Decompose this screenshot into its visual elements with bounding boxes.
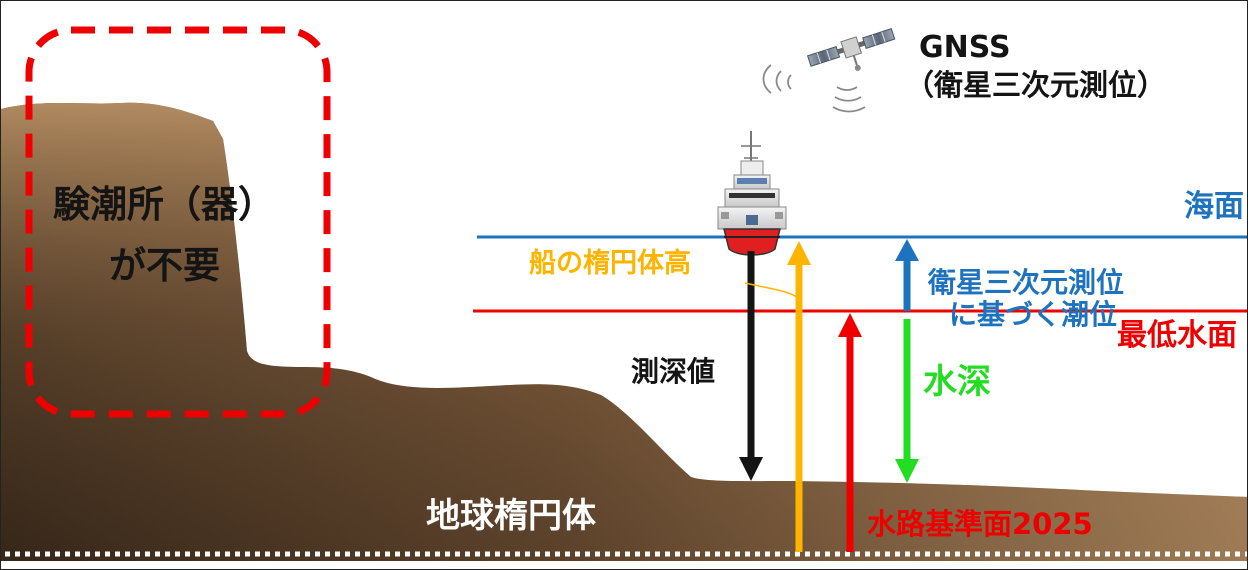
water-depth-label: 水深 bbox=[923, 362, 991, 402]
signal-waves-icon bbox=[762, 64, 866, 113]
lowest-water-level-label: 最低水面 bbox=[1117, 318, 1237, 353]
datum-height-arrow bbox=[838, 313, 862, 552]
gnss-subtitle: （衛星三次元測位） bbox=[905, 68, 1167, 102]
sounding-arrow bbox=[739, 251, 763, 481]
earth-ellipsoid-label: 地球楕円体 bbox=[426, 496, 596, 536]
survey-ship-icon bbox=[717, 131, 787, 256]
water-depth-arrow bbox=[895, 319, 919, 483]
hydrographic-datum-label: 水路基準面2025 bbox=[867, 507, 1093, 541]
no-tide-station-label-line1: 験潮所（器） bbox=[53, 183, 275, 226]
satellite-tide-label-line1: 衛星三次元測位 bbox=[928, 266, 1125, 299]
satellite-tide-arrow bbox=[895, 239, 919, 311]
ship-ellipsoid-height-label: 船の楕円体高 bbox=[529, 248, 691, 279]
ship-ellipsoid-height-arrow bbox=[744, 241, 811, 552]
no-tide-station-label-line2: が不要 bbox=[109, 244, 220, 287]
no-tide-station-box bbox=[25, 26, 331, 418]
sounding-value-label: 測深値 bbox=[631, 355, 716, 388]
terrain bbox=[1, 102, 1247, 561]
gnss-title: GNSS bbox=[919, 30, 1011, 65]
satellite-tide-label-line2: に基づく潮位 bbox=[949, 298, 1118, 331]
sea-surface-label: 海面 bbox=[1184, 189, 1244, 224]
satellite-icon bbox=[806, 28, 896, 71]
